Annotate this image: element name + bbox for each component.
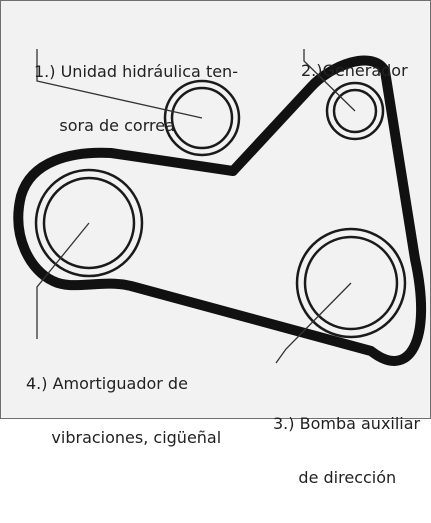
belt-drive-drawing: [13, 49, 427, 366]
belt-diagram: 1.) Unidad hidráulica ten- sora de corre…: [0, 0, 431, 487]
generator-leader-line: [303, 49, 356, 112]
tensioner-label: 1.) Unidad hidráulica ten- sora de corre…: [34, 27, 238, 171]
crank-damper-label: 4.) Amortiguador de vibraciones, cigüeña…: [26, 339, 221, 483]
tensioner-label-line1: 1.) Unidad hidráulica ten-: [34, 62, 238, 81]
crank-damper-label-line1: 4.) Amortiguador de: [26, 374, 188, 393]
crank-damper-leader-line: [36, 222, 90, 339]
generator-pulley: [325, 81, 385, 141]
drive-belt: [13, 55, 427, 366]
crank-damper-pulley: [34, 168, 144, 278]
tensioner-pulley: [163, 79, 241, 157]
tensioner-leader-line: [36, 49, 203, 119]
steering-pump-label-line1: 3.) Bomba auxiliar: [273, 414, 421, 433]
steering-pump-label-line2: de dirección: [273, 468, 397, 487]
steering-pump-label: 3.) Bomba auxiliar de dirección: [273, 379, 420, 523]
generator-label-line1: 2.)Generador: [301, 61, 408, 80]
tensioner-label-line2: sora de correa: [34, 116, 175, 135]
steering-pump-pulley: [295, 227, 407, 339]
crank-damper-label-line2: vibraciones, cigüeñal: [26, 428, 222, 447]
generator-label: 2.)Generador: [301, 26, 408, 116]
steering-pump-leader-line: [275, 282, 352, 364]
